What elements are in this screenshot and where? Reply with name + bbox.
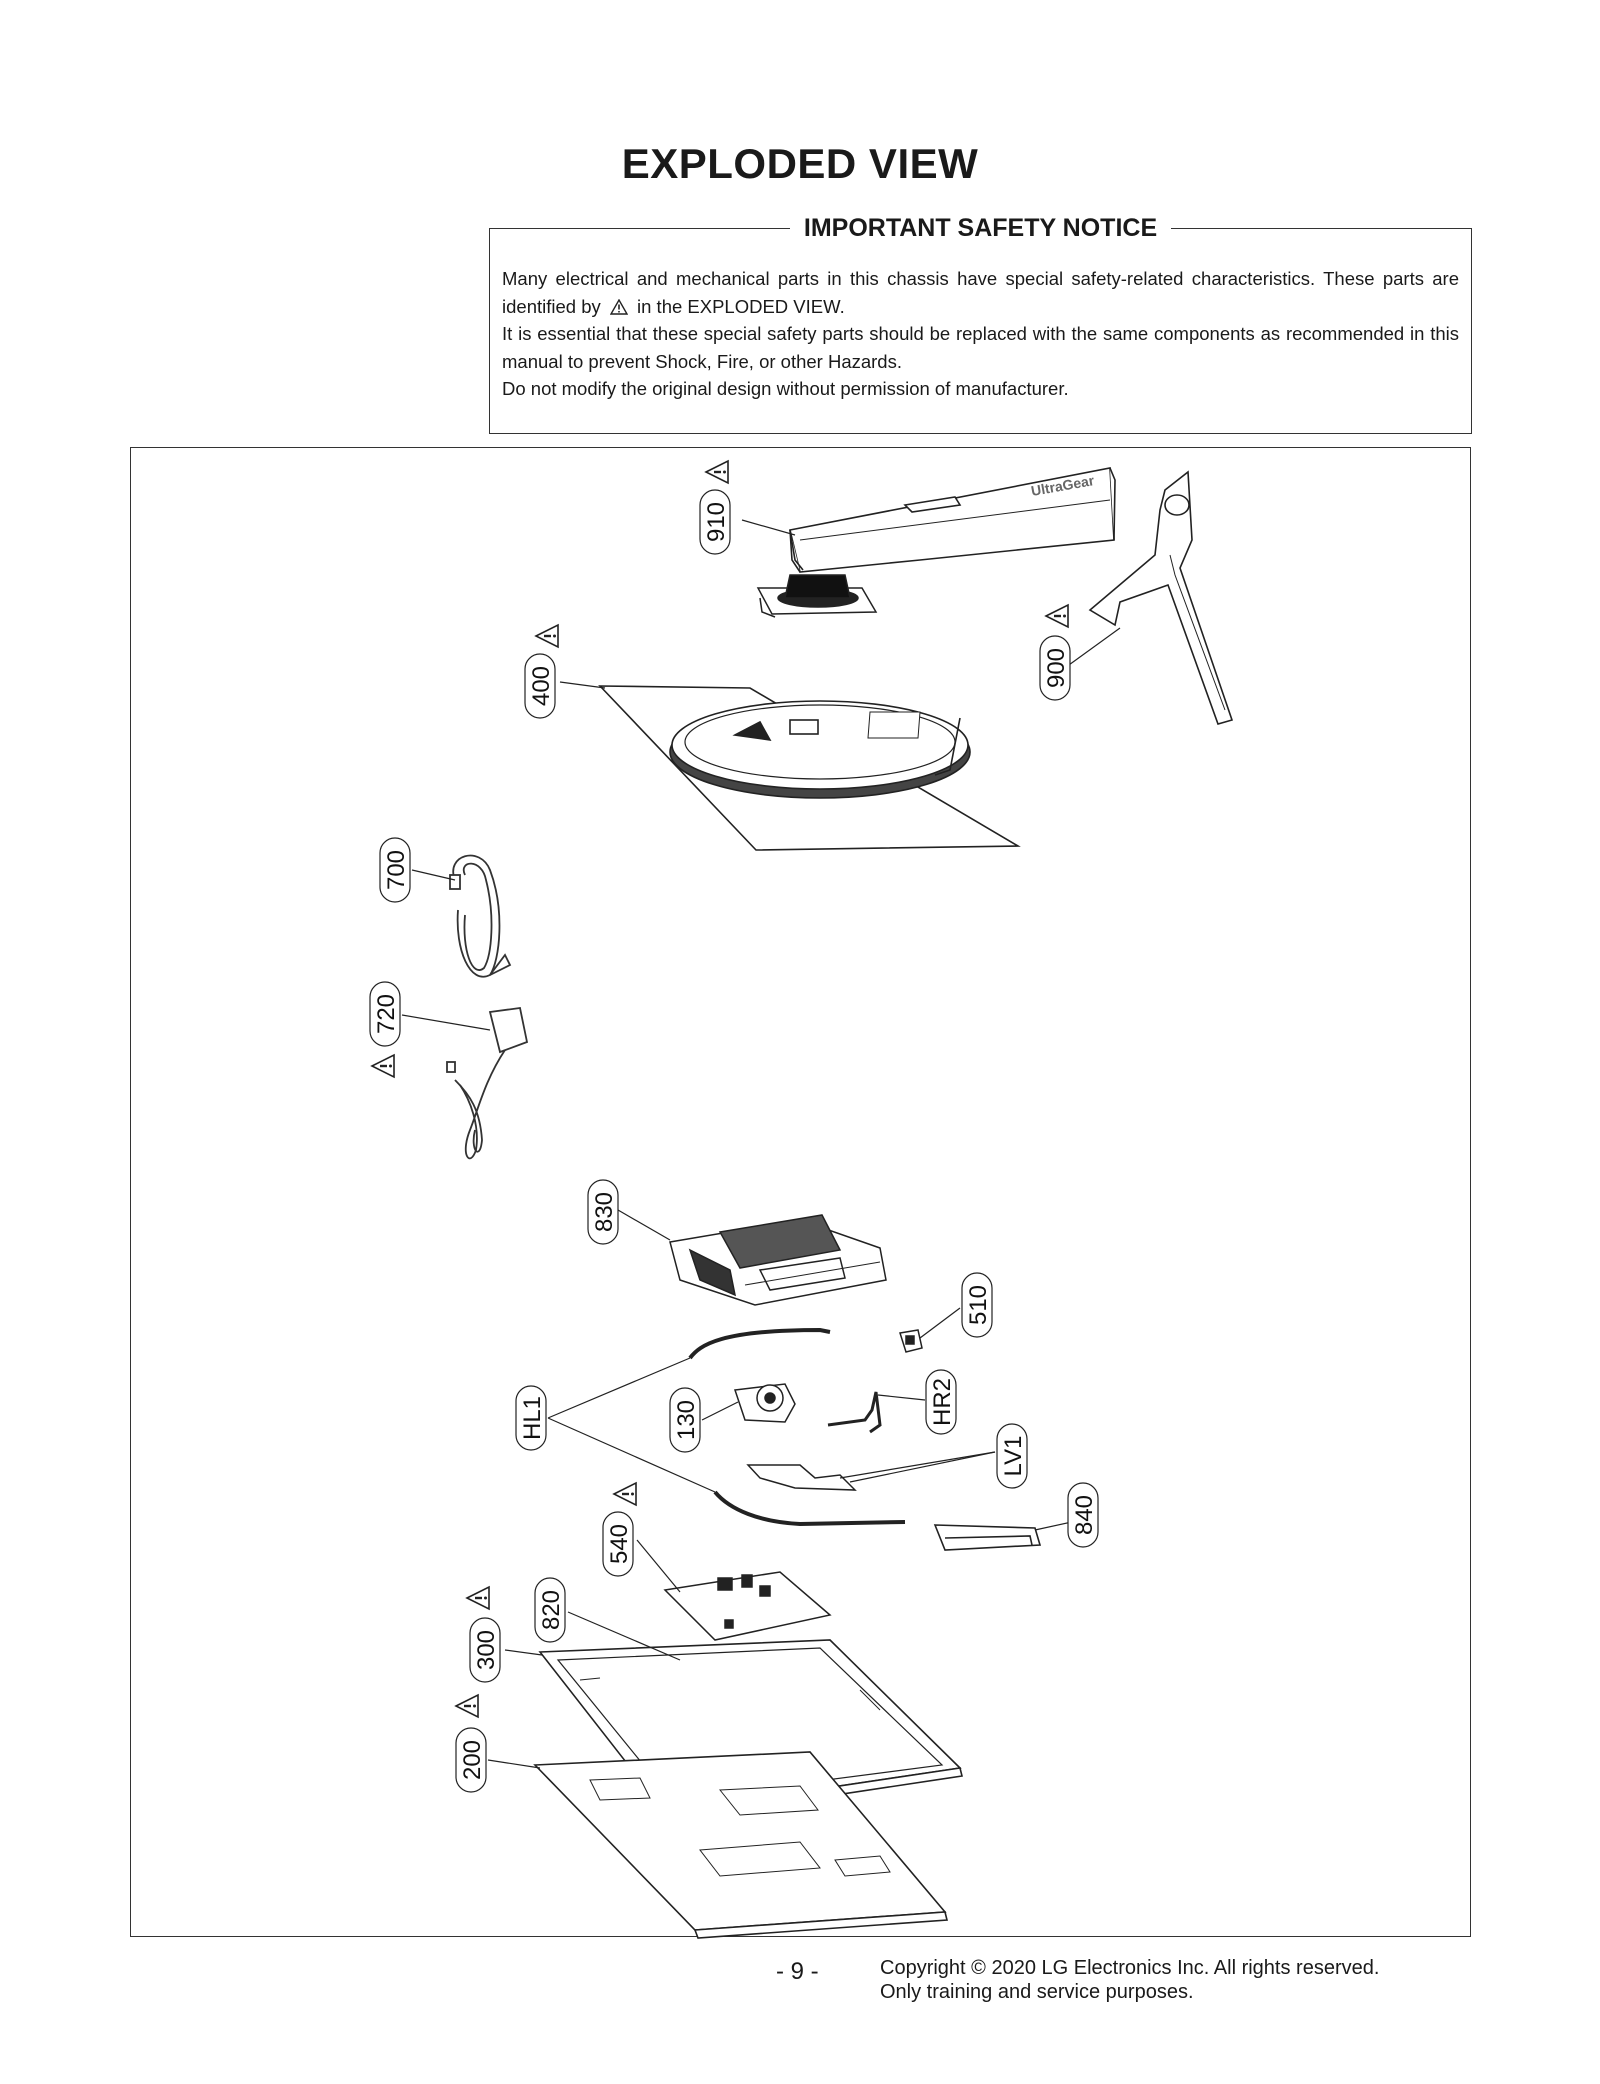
warning-triangle-icon [609,298,628,315]
part-400-back-cover [598,685,1021,851]
callout-510-label: 510 [965,1285,992,1325]
warning-triangle-icon [465,1585,491,1611]
callout-820: 820 [534,1577,566,1643]
callout-130-label: 130 [673,1400,700,1440]
callout-lv1: LV1 [996,1423,1028,1489]
callout-200-label: 200 [459,1740,486,1780]
warning-triangle-icon [534,623,560,649]
callout-840-label: 840 [1071,1495,1098,1535]
warning-triangle-icon [1044,603,1070,629]
part-130-component [733,1383,796,1423]
part-910-stand-body [789,467,1116,573]
callout-910: 910 [699,489,731,555]
part-910-swivel-base [756,574,878,618]
copyright-notice: Copyright © 2020 LG Electronics Inc. All… [880,1956,1379,2004]
callout-720: 720 [369,981,401,1047]
safety-notice-body: Many electrical and mechanical parts in … [502,265,1459,403]
callout-910-label: 910 [703,502,730,542]
callout-840: 840 [1067,1482,1099,1548]
callout-830-label: 830 [591,1192,618,1232]
callout-hl1-label: HL1 [519,1396,546,1440]
callout-540-label: 540 [606,1524,633,1564]
part-hl1-cable-upper [688,1327,831,1360]
part-hl1-cable-lower [713,1490,906,1527]
notice-paragraph-2: It is essential that these special safet… [502,323,1459,372]
copyright-line-2: Only training and service purposes. [880,1981,1194,2003]
callout-510: 510 [961,1272,993,1338]
safety-notice-box: IMPORTANT SAFETY NOTICE Many electrical … [489,214,1472,434]
warning-triangle-icon [370,1053,396,1079]
callout-lv1-label: LV1 [1000,1436,1027,1477]
part-720-adapter [446,1006,529,1160]
callout-540: 540 [602,1511,634,1577]
page-title: EXPLODED VIEW [621,140,979,187]
callout-400-label: 400 [528,666,555,706]
part-700-power-cord [449,854,512,978]
copyright-line-1: Copyright © 2020 LG Electronics Inc. All… [880,1957,1380,1979]
warning-triangle-icon [704,459,730,485]
callout-hr2-label: HR2 [929,1378,956,1426]
callout-400: 400 [524,653,556,719]
callout-830: 830 [587,1179,619,1245]
callout-200: 200 [455,1727,487,1793]
callout-900-label: 900 [1043,648,1070,688]
callout-hr2: HR2 [925,1369,957,1435]
notice-paragraph-1: Many electrical and mechanical parts in … [502,265,1459,320]
notice-text-1b: in the EXPLODED VIEW. [637,295,845,317]
page-number: - 9 - [776,1958,819,1985]
callout-hl1: HL1 [515,1385,547,1451]
warning-triangle-icon [612,1481,638,1507]
callout-130: 130 [669,1387,701,1453]
notice-paragraph-3: Do not modify the original design withou… [502,378,1069,399]
safety-notice-title: IMPORTANT SAFETY NOTICE [789,214,1172,242]
part-lv1-cable [746,1464,857,1491]
part-510-control-key [899,1329,923,1353]
callout-720-label: 720 [373,994,400,1034]
callout-900: 900 [1039,635,1071,701]
notice-text-1a: Many electrical and mechanical parts in … [502,268,1459,317]
part-830-main-board [669,1214,887,1306]
diagram-frame [130,447,1471,1937]
callout-300-label: 300 [473,1630,500,1670]
part-900-stand-leg [1088,470,1234,725]
part-840-bracket [933,1524,1042,1551]
callout-700-label: 700 [383,850,410,890]
callout-300: 300 [469,1617,501,1683]
warning-triangle-icon [454,1693,480,1719]
part-540-interface-board [663,1571,832,1641]
callout-820-label: 820 [538,1590,565,1630]
part-hr2-cable [827,1391,882,1434]
callout-700: 700 [379,837,411,903]
part-200-display-module [533,1751,949,1939]
